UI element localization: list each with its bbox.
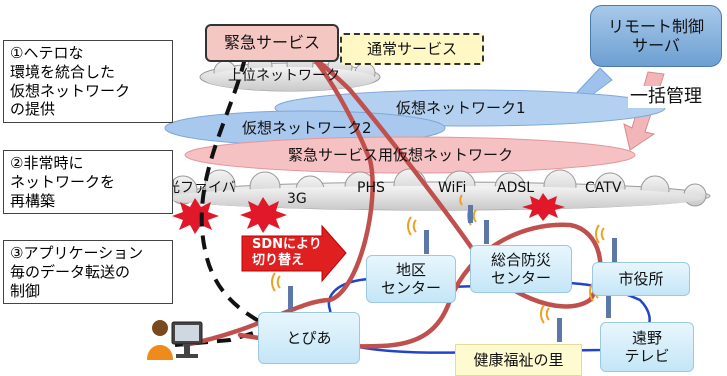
normal-service-label: 通常サービス: [366, 40, 457, 58]
emergency-service-label: 緊急サービス: [223, 33, 320, 53]
access-fiber-label: 光ファイバ: [166, 180, 236, 196]
callout-data-control: ③アプリケーション 毎のデータ転送の 制御: [3, 240, 173, 305]
antenna-icon: [459, 194, 473, 223]
failure-burst: [522, 193, 565, 221]
access-phs-label: PHS: [357, 180, 385, 196]
normal-route-dashed: [174, 57, 275, 347]
bulk-management-label: 一括管理: [628, 86, 704, 108]
node-tono-tv: 遠野 テレビ: [600, 322, 694, 372]
emergency-virtual-network-label: 緊急サービス用仮想ネットワーク: [288, 146, 514, 164]
virtual-network-2-label: 仮想ネットワーク2: [242, 119, 372, 137]
access-3g-label: 3G: [287, 191, 307, 207]
node-district-center-label: 地区 センター: [380, 261, 441, 297]
virtual-network-1-label: 仮想ネットワーク1: [396, 99, 526, 117]
remote-control-server-box: リモート制御 サーバ: [590, 5, 722, 67]
callout-rebuild: ②非常時に ネットワークを 再構築: [3, 150, 173, 215]
antenna-icon: [271, 272, 293, 310]
operator-at-terminal-icon: [147, 320, 203, 360]
access-wifi-label: WiFi: [438, 180, 467, 196]
node-city-hall: 市役所: [592, 262, 690, 296]
node-disaster-center-label: 総合防災 センター: [490, 251, 551, 287]
antenna-icon: [540, 304, 562, 342]
failure-burst: [240, 197, 287, 233]
access-catv-label: CATV: [585, 180, 622, 196]
access-network-cloud: [159, 168, 711, 211]
remote-control-server-label: リモート制御 サーバ: [607, 16, 704, 55]
sdn-switch-arrow: [241, 224, 347, 283]
node-tono-tv-label: 遠野 テレビ: [624, 329, 670, 365]
sdn-switch-label: SDNにより 切り替え: [252, 237, 322, 268]
node-district-center: 地区 センター: [366, 255, 456, 303]
emergency-service-box: 緊急サービス: [205, 24, 339, 62]
callout-virtual-network: ①ヘテロな 環境を統合した 仮想ネットワーク の提供: [3, 40, 173, 123]
node-topia-label: とぴあ: [286, 329, 332, 347]
node-topia: とぴあ: [258, 312, 360, 364]
normal-service-box: 通常サービス: [340, 33, 484, 65]
failure-burst: [172, 198, 219, 234]
access-adsl-label: ADSL: [497, 180, 535, 196]
upper-network-label: 上位ネットワーク: [228, 68, 340, 84]
node-city-hall-label: 市役所: [618, 270, 664, 288]
node-disaster-center: 総合防災 センター: [470, 245, 572, 293]
antenna-icon: [407, 216, 429, 254]
node-health-welfare: 健康福祉の里: [455, 344, 582, 376]
antenna-icon: [595, 224, 617, 262]
node-health-welfare-label: 健康福祉の里: [473, 351, 564, 369]
